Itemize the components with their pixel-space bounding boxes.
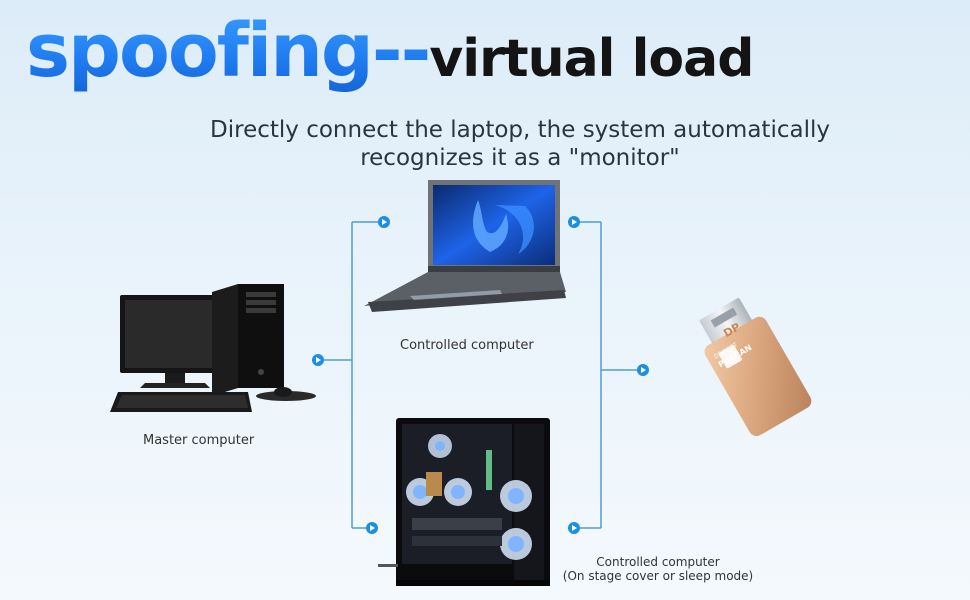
connector-lines bbox=[318, 221, 643, 529]
master-computer-icon bbox=[110, 284, 316, 412]
arrow-dot-icon bbox=[637, 364, 649, 376]
controlled-computer-label-top: Controlled computer bbox=[400, 338, 534, 353]
master-computer-label: Master computer bbox=[143, 433, 255, 448]
controlled-computer-label-bottom-line-1: Controlled computer bbox=[596, 555, 720, 569]
arrow-dot-icon bbox=[568, 522, 580, 534]
subtitle: Directly connect the laptop, the system … bbox=[150, 116, 890, 172]
arrow-dot-icon bbox=[312, 354, 324, 366]
arrow-dots bbox=[312, 216, 649, 534]
laptop-icon bbox=[364, 180, 566, 312]
gaming-pc-icon bbox=[378, 418, 550, 586]
subtitle-line-1: Directly connect the laptop, the system … bbox=[210, 117, 830, 143]
arrow-dot-icon bbox=[568, 216, 580, 228]
subtitle-line-2: recognizes it as a "monitor" bbox=[360, 145, 680, 171]
arrow-dot-icon bbox=[366, 522, 378, 534]
headline: spoofing--virtual load bbox=[26, 8, 754, 94]
dp-adapter-icon bbox=[699, 298, 812, 436]
headline-spoofing: spoofing-- bbox=[26, 8, 431, 94]
arrow-dot-icon bbox=[378, 216, 390, 228]
controlled-computer-label-bottom-line-2: (On stage cover or sleep mode) bbox=[562, 569, 754, 583]
controlled-computer-label-bottom: Controlled computer (On stage cover or s… bbox=[560, 555, 756, 583]
headline-virtual-load: virtual load bbox=[429, 29, 754, 89]
